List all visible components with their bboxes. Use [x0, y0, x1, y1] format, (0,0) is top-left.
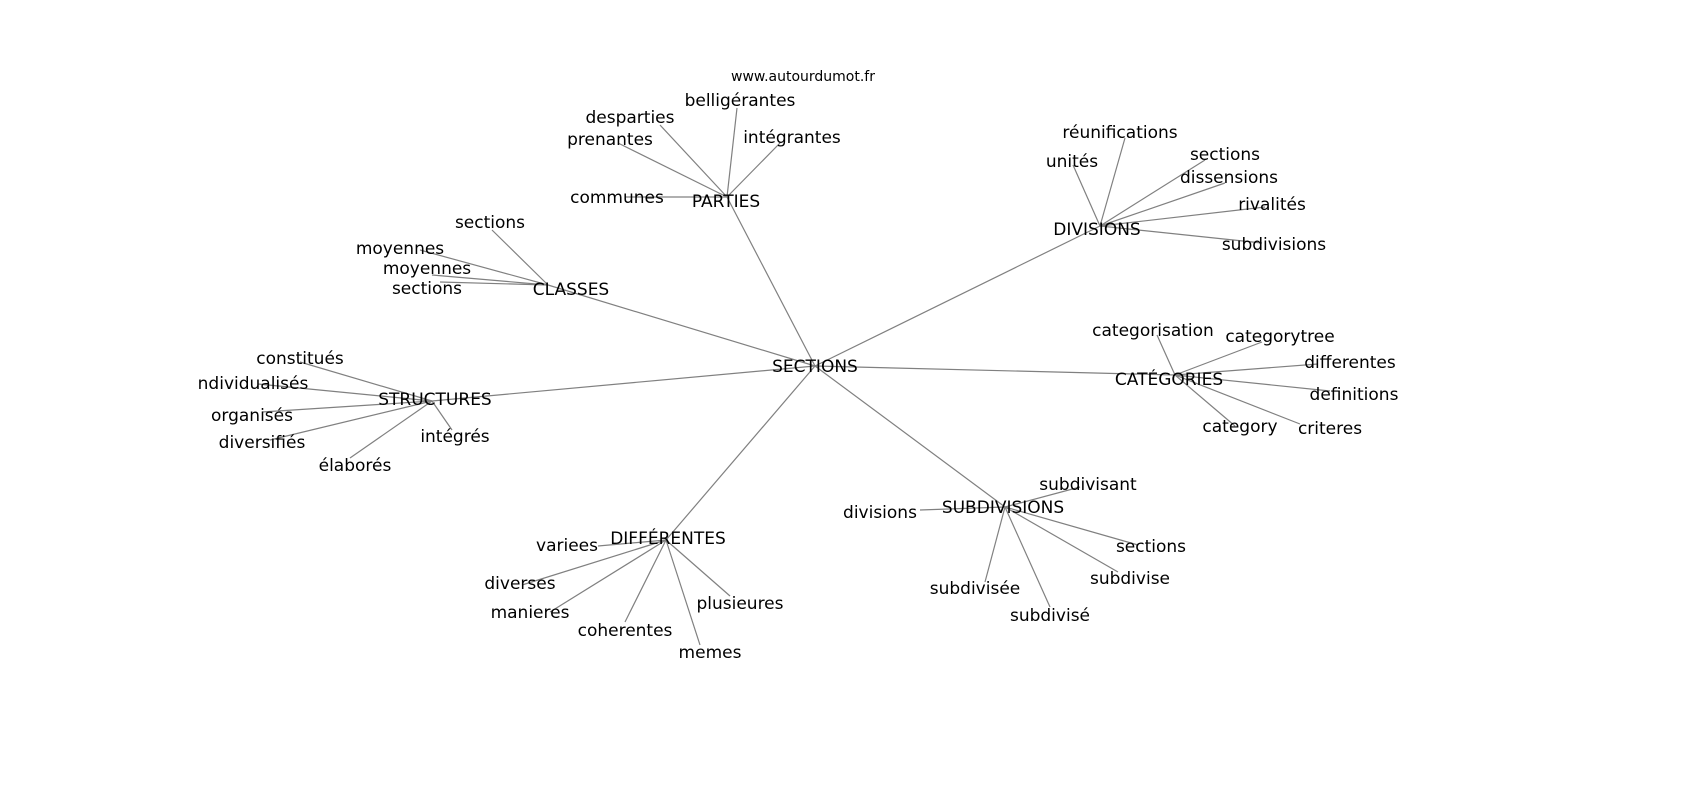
- edge-hub-to-leaf: [665, 539, 701, 646]
- leaf-node: unités: [1046, 152, 1098, 172]
- leaf-node: organisés: [211, 406, 293, 426]
- edge-hub-to-leaf: [624, 539, 667, 623]
- edge-hub-to-leaf: [1099, 182, 1226, 227]
- edge-hub-to-leaf: [491, 229, 549, 286]
- leaf-node: réunifications: [1062, 123, 1177, 143]
- edge-hub-to-leaf: [1099, 159, 1206, 227]
- edge-hub-to-leaf: [257, 383, 433, 402]
- leaf-node: intégrés: [420, 427, 489, 447]
- leaf-node: definitions: [1310, 385, 1399, 405]
- edge-hub-to-leaf: [1174, 374, 1301, 425]
- leaf-node: plusieures: [696, 594, 783, 614]
- leaf-node: intégrantes: [743, 128, 841, 148]
- edge-hub-to-leaf: [439, 281, 549, 286]
- hub-node: DIVISIONS: [1053, 220, 1140, 240]
- edge-hub-to-leaf: [1174, 374, 1236, 427]
- leaf-node: sections: [392, 279, 462, 299]
- hub-node: STRUCTURES: [378, 390, 491, 410]
- edge-hub-to-leaf: [726, 142, 781, 198]
- leaf-node: coherentes: [578, 621, 673, 641]
- site-title: www.autourdumot.fr: [731, 69, 875, 85]
- leaf-node: moyennes: [356, 239, 444, 259]
- leaf-node: subdivisée: [930, 579, 1021, 599]
- edge-hub-to-leaf: [349, 400, 433, 459]
- edge-center-to-hub: [726, 196, 816, 367]
- edge-center-to-hub: [814, 365, 1006, 508]
- leaf-node: sections: [455, 213, 525, 233]
- edge-hub-to-leaf: [419, 249, 549, 286]
- leaf-node: élaborés: [319, 456, 392, 476]
- leaf-node: categorisation: [1092, 321, 1214, 341]
- edge-hub-to-leaf: [1004, 506, 1051, 608]
- leaf-node: manieres: [491, 603, 570, 623]
- edge-hub-to-leaf: [1004, 506, 1119, 573]
- hub-node: DIFFÉRENTES: [610, 527, 726, 549]
- leaf-node: subdivisant: [1039, 475, 1137, 495]
- edge-hub-to-leaf: [1004, 506, 1139, 546]
- leaf-node: subdivise: [1090, 569, 1170, 589]
- leaf-node: prenantes: [567, 130, 653, 150]
- leaf-node: subdivisions: [1222, 235, 1326, 255]
- edge-hub-to-leaf: [521, 539, 667, 586]
- edge-hub-to-leaf: [1174, 341, 1263, 376]
- leaf-node: belligérantes: [685, 91, 796, 111]
- leaf-node: communes: [570, 188, 664, 208]
- leaf-node: desparties: [585, 108, 674, 128]
- edge-hub-to-leaf: [919, 506, 1006, 511]
- leaf-node: constitués: [256, 349, 344, 369]
- leaf-node: subdivisé: [1010, 606, 1090, 626]
- edge-hub-to-leaf: [261, 400, 433, 413]
- leaf-node: diverses: [484, 574, 555, 594]
- edge-hub-to-leaf: [1072, 164, 1101, 227]
- leaf-node: differentes: [1304, 353, 1396, 373]
- leaf-node: ndividualisés: [198, 374, 309, 394]
- leaf-node: moyennes: [383, 259, 471, 279]
- edge-hub-to-leaf: [1156, 334, 1176, 376]
- edge-hub-to-leaf: [597, 539, 667, 547]
- leaf-node: divisions: [843, 503, 917, 523]
- center-node: SECTIONS: [772, 357, 858, 377]
- edge-hub-to-leaf: [1099, 206, 1266, 227]
- leaf-node: criteres: [1298, 419, 1362, 439]
- leaf-node: rivalités: [1238, 195, 1306, 215]
- edge-hub-to-leaf: [431, 274, 549, 286]
- leaf-node: category: [1202, 417, 1277, 437]
- edge-hub-to-leaf: [1174, 374, 1331, 392]
- edge-hub-to-leaf: [659, 124, 728, 198]
- edge-hub-to-leaf: [665, 539, 731, 597]
- leaf-node: variees: [536, 536, 598, 556]
- leaf-node: dissensions: [1180, 168, 1278, 188]
- hub-node: PARTIES: [692, 192, 760, 212]
- edge-center-to-hub: [814, 225, 1101, 367]
- leaf-node: categorytree: [1225, 327, 1334, 347]
- edge-hub-to-leaf: [617, 142, 728, 198]
- edge-hub-to-leaf: [726, 107, 738, 198]
- edge-hub-to-leaf: [299, 361, 433, 402]
- edge-hub-to-leaf: [1004, 486, 1081, 508]
- leaf-node: sections: [1190, 145, 1260, 165]
- edge-hub-to-leaf: [431, 400, 453, 431]
- edge-center-to-hub: [431, 365, 816, 402]
- edge-hub-to-leaf: [984, 506, 1006, 583]
- edge-hub-to-leaf: [1174, 363, 1319, 376]
- edge-center-to-hub: [665, 365, 816, 541]
- hub-node: CATÉGORIES: [1115, 368, 1223, 390]
- edge-hub-to-leaf: [549, 539, 667, 613]
- hub-node: SUBDIVISIONS: [942, 498, 1064, 518]
- edge-hub-to-leaf: [1099, 137, 1126, 227]
- edge-hub-to-leaf: [1099, 225, 1263, 244]
- edge-center-to-hub: [547, 284, 816, 367]
- edge-center-to-hub: [814, 365, 1176, 376]
- leaf-node: memes: [679, 643, 742, 663]
- edge-hub-to-leaf: [269, 400, 433, 441]
- leaf-node: sections: [1116, 537, 1186, 557]
- leaf-node: diversifiés: [219, 433, 306, 453]
- hub-node: CLASSES: [533, 280, 609, 300]
